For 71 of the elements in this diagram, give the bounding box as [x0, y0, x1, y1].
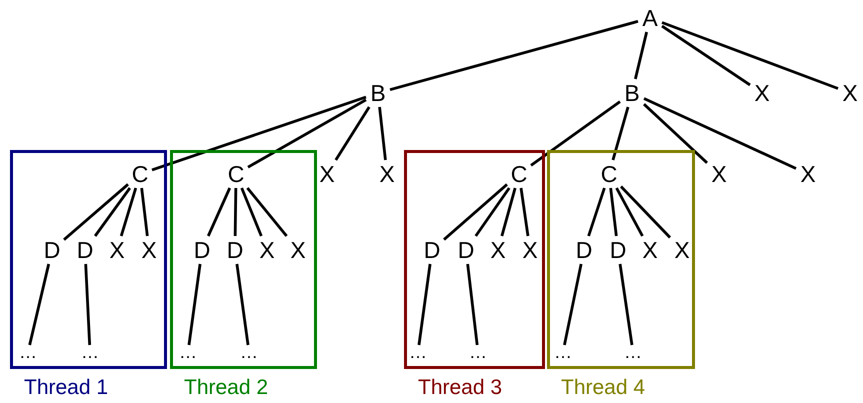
tree-edge [378, 106, 387, 160]
tree-edge [466, 264, 479, 346]
tree-node-label: X [319, 162, 335, 186]
tree-node-label: X [109, 238, 125, 262]
tree-node-label: C [228, 162, 244, 186]
tree-node-label: X [754, 82, 770, 104]
thread-label: Thread 3 [418, 377, 502, 398]
tree-node-label: X [490, 238, 506, 262]
tree-edge [334, 106, 370, 161]
tree-node-label: X [674, 238, 690, 262]
tree-edge [234, 188, 238, 236]
ellipsis-label: … [554, 343, 572, 361]
ellipsis-label: … [19, 343, 37, 361]
ellipsis-label: … [81, 343, 99, 361]
tree-edge [120, 188, 138, 236]
tree-node-label: X [522, 238, 538, 262]
tree-edge [474, 187, 510, 237]
tree-edge [587, 188, 606, 236]
ellipsis-label: … [179, 343, 197, 361]
tree-node-label: D [458, 238, 474, 262]
tree-edge [443, 183, 508, 241]
tree-node-label: X [379, 162, 395, 186]
tree-edge [390, 20, 638, 92]
tree-node-label: D [194, 238, 210, 262]
tree-node-label: C [600, 162, 618, 186]
tree-edge [152, 96, 366, 172]
tree-edge [662, 21, 838, 90]
tree-edge [643, 103, 708, 164]
tree-node-label: X [642, 238, 658, 262]
tree-edge [246, 187, 288, 237]
tree-edge [520, 188, 530, 236]
thread-label: Thread 4 [561, 377, 646, 398]
tree-edge [206, 187, 232, 237]
tree-edge [140, 188, 149, 236]
tree-node-label: D [226, 238, 244, 262]
thread-label: Thread 2 [184, 377, 268, 398]
tree-node-label: D [76, 238, 94, 262]
tree-edge [63, 183, 129, 241]
tree-edge [84, 264, 92, 346]
tree-edge [661, 24, 751, 86]
tree-edge [615, 187, 644, 237]
tree-node-label: X [290, 238, 306, 262]
tree-edge [530, 100, 621, 167]
tree-node-label: A [642, 6, 658, 30]
tree-node-label: C [510, 162, 528, 186]
tree-node-label: B [370, 82, 386, 104]
tree-node-label: X [711, 162, 727, 186]
tree-node-label: C [132, 162, 148, 186]
tree-node-label: D [610, 238, 626, 262]
tree-node-label: D [424, 238, 440, 262]
ellipsis-label: … [469, 343, 487, 361]
ellipsis-label: … [624, 343, 642, 361]
tree-node-label: X [842, 82, 858, 104]
tree-edge [618, 264, 634, 346]
tree-edge [247, 98, 367, 168]
ellipsis-label: … [240, 343, 258, 361]
tree-edge [620, 186, 671, 238]
tree-edge [94, 187, 131, 237]
tree-node-label: D [44, 238, 60, 262]
tree-edge [634, 32, 648, 80]
ellipsis-label: … [409, 343, 427, 361]
tree-edge [500, 188, 516, 236]
tree-node-label: B [624, 82, 640, 104]
tree-node-label: X [259, 238, 275, 262]
tree-node-label: D [576, 238, 592, 262]
tree-node-label: X [141, 238, 157, 262]
tree-edge [609, 188, 618, 236]
tree-edge [240, 187, 263, 237]
thread-label: Thread 1 [24, 377, 108, 398]
tree-edge [643, 97, 797, 170]
tree-node-label: X [800, 162, 816, 186]
